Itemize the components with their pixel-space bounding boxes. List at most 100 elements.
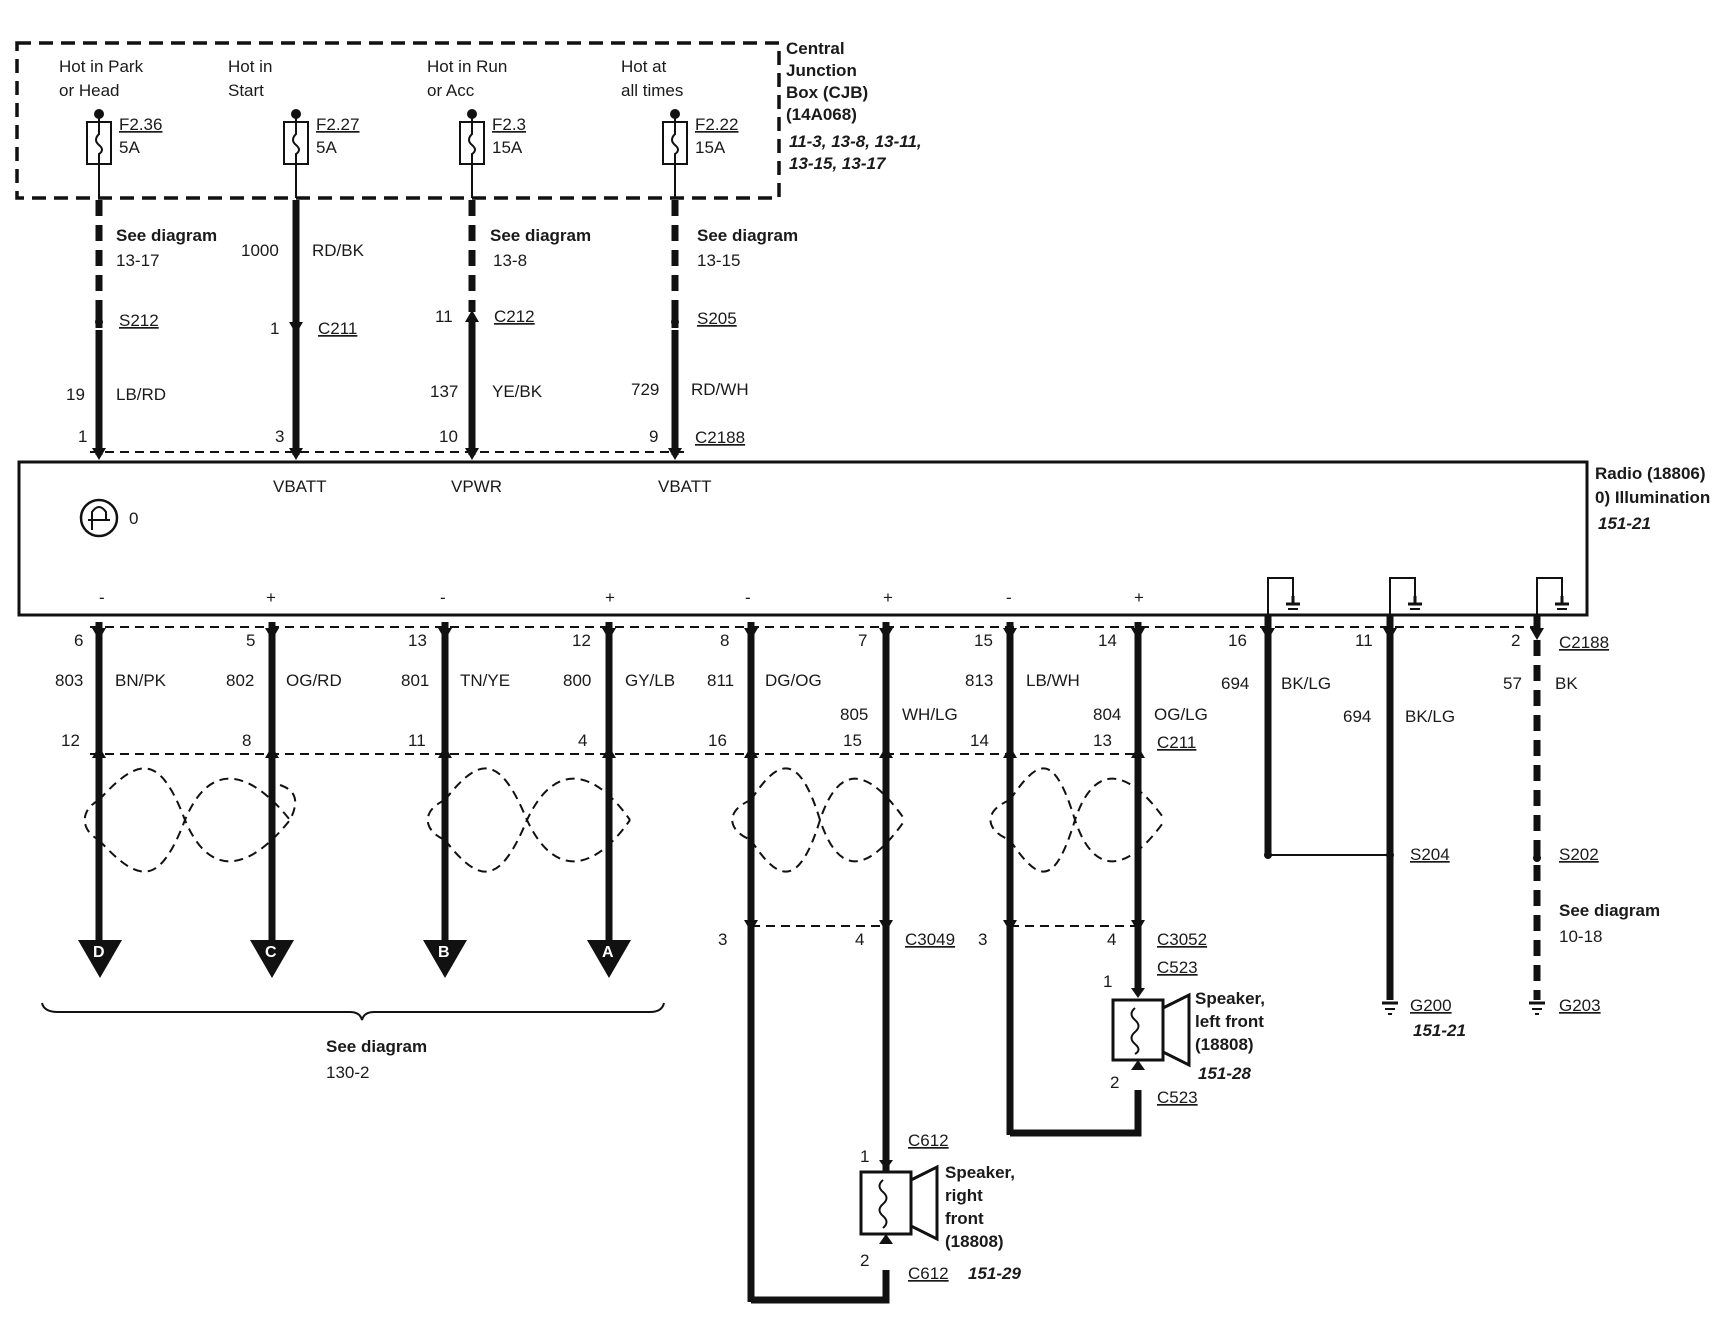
note-13-8-a: See diagram	[490, 226, 591, 245]
c211-pin-1: 1	[270, 319, 279, 338]
twisted-pair-4	[989, 767, 1166, 873]
circuit-57: 57	[1503, 674, 1522, 693]
power-vpwr: VPWR	[451, 477, 502, 496]
radio-ground-icon-2	[1389, 577, 1422, 615]
radio-title-2: 0) Illumination	[1595, 488, 1710, 507]
speaker-right-ref: 151-29	[968, 1264, 1021, 1283]
color-og-rd: OG/RD	[286, 671, 342, 690]
speaker-left-pin-1: 1	[1103, 972, 1112, 991]
circuit-1000: 1000	[241, 241, 279, 260]
fuse-rating-4: 15A	[695, 138, 726, 157]
circuit-802: 802	[226, 671, 254, 690]
c211-pin-13: 13	[1093, 731, 1112, 750]
fuse-rating-1: 5A	[119, 138, 140, 157]
note-10-18-a: See diagram	[1559, 901, 1660, 920]
speaker-right-coil-icon	[878, 1179, 888, 1229]
speaker-right-conn-top: C612	[908, 1131, 949, 1150]
hot-label-1b: or Head	[59, 81, 119, 100]
speaker-right-name-2: right	[945, 1186, 983, 1205]
connector-c2188-bottom: C2188	[1559, 633, 1609, 652]
note-13-17-b: 13-17	[116, 251, 159, 270]
color-lb-wh: LB/WH	[1026, 671, 1080, 690]
speaker-left-ref: 151-28	[1198, 1064, 1251, 1083]
speaker-left-name-1: Speaker,	[1195, 989, 1265, 1008]
circuit-800: 800	[563, 671, 591, 690]
circuit-804: 804	[1093, 705, 1121, 724]
fuse-f2-36: Hot in Park or Head F2.36 5A	[59, 57, 162, 198]
central-junction-box: Central Junction Box (CJB) (14A068) 11-3…	[15, 39, 922, 200]
speaker-right-name-3: front	[945, 1209, 984, 1228]
arrow-d-label: D	[93, 944, 105, 961]
c212-pin-11: 11	[435, 307, 453, 326]
pin-5: 5	[246, 631, 255, 650]
pin-1: 1	[78, 427, 87, 446]
arrow-a: A	[587, 940, 631, 978]
c211-pin-14: 14	[970, 731, 989, 750]
c211-pin-4: 4	[578, 731, 587, 750]
note-13-15-a: See diagram	[697, 226, 798, 245]
speaker-left-name-2: left front	[1195, 1012, 1264, 1031]
polarity-3: -	[440, 588, 446, 607]
fuse-rating-2: 5A	[316, 138, 337, 157]
color-gy-lb: GY/LB	[625, 671, 675, 690]
radio-module: Radio (18806) 0) Illumination 151-21 VBA…	[17, 460, 1710, 617]
pin-2: 2	[1511, 631, 1520, 650]
ground-g203-icon	[1529, 1001, 1545, 1015]
c3049-pin-3: 3	[718, 930, 727, 949]
arrow-c-label: C	[265, 944, 277, 961]
connector-c3052: C3052	[1157, 930, 1207, 949]
radio-ground-icon-3	[1536, 577, 1569, 615]
pin-7: 7	[858, 631, 867, 650]
polarity-5: -	[745, 588, 751, 607]
c211-pin-16: 16	[708, 731, 727, 750]
radio-ground-icon-1	[1267, 577, 1300, 615]
color-bn-pk: BN/PK	[115, 671, 167, 690]
connector-c211-top: C211	[318, 319, 357, 338]
pin-15: 15	[974, 631, 993, 650]
pin-9: 9	[649, 427, 658, 446]
cjb-title-4: (14A068)	[786, 105, 857, 124]
speaker-right-pin-2: 2	[860, 1251, 869, 1270]
fuse-f2-22: Hot at all times F2.22 15A	[621, 57, 738, 198]
fuse-rating-3: 15A	[492, 138, 523, 157]
color-ye-bk: YE/BK	[492, 382, 543, 401]
circuit-137: 137	[430, 382, 458, 401]
connector-c2188-top: C2188	[695, 428, 745, 447]
c211-pin-8: 8	[242, 731, 251, 750]
c3052-pin-3: 3	[978, 930, 987, 949]
arrow-b: B	[423, 940, 467, 978]
pin-8: 8	[720, 631, 729, 650]
circuit-19: 19	[66, 385, 85, 404]
fuse-f2-27: Hot in Start F2.27 5A	[228, 57, 359, 198]
polarity-1: -	[99, 588, 105, 607]
speaker-right-name-1: Speaker,	[945, 1163, 1015, 1182]
c3052-pin-4: 4	[1107, 930, 1116, 949]
fuse-f2-3: Hot in Run or Acc F2.3 15A	[427, 57, 526, 198]
ground-g200: G200	[1410, 996, 1452, 1015]
color-og-lg: OG/LG	[1154, 705, 1208, 724]
cjb-title-2: Junction	[786, 61, 857, 80]
fuse-id-4: F2.22	[695, 115, 738, 134]
ground-g203: G203	[1559, 996, 1601, 1015]
color-rd-wh: RD/WH	[691, 380, 749, 399]
arrow-a-label: A	[602, 944, 614, 961]
circuit-801: 801	[401, 671, 429, 690]
splice-s202: S202	[1559, 845, 1599, 864]
connector-c3049: C3049	[905, 930, 955, 949]
color-wh-lg: WH/LG	[902, 705, 958, 724]
polarity-7: -	[1006, 588, 1012, 607]
twisted-pair-1	[83, 767, 297, 873]
power-vbatt-1: VBATT	[273, 477, 327, 496]
speaker-left-coil-icon	[1130, 1007, 1140, 1055]
ground-g200-ref: 151-21	[1413, 1021, 1466, 1040]
speaker-right-name-4: (18808)	[945, 1232, 1004, 1251]
note-13-8-b: 13-8	[493, 251, 527, 270]
c3049-pin-4: 4	[855, 930, 864, 949]
speaker-left-pin-2: 2	[1110, 1073, 1119, 1092]
polarity-2: +	[266, 588, 276, 607]
splice-s212: S212	[119, 311, 159, 330]
speaker-left-front: C523 1 2 C523 Speaker, left front (18808…	[1103, 958, 1265, 1107]
cjb-refs-1: 11-3, 13-8, 13-11,	[789, 132, 922, 151]
twisted-pair-2	[426, 767, 631, 873]
